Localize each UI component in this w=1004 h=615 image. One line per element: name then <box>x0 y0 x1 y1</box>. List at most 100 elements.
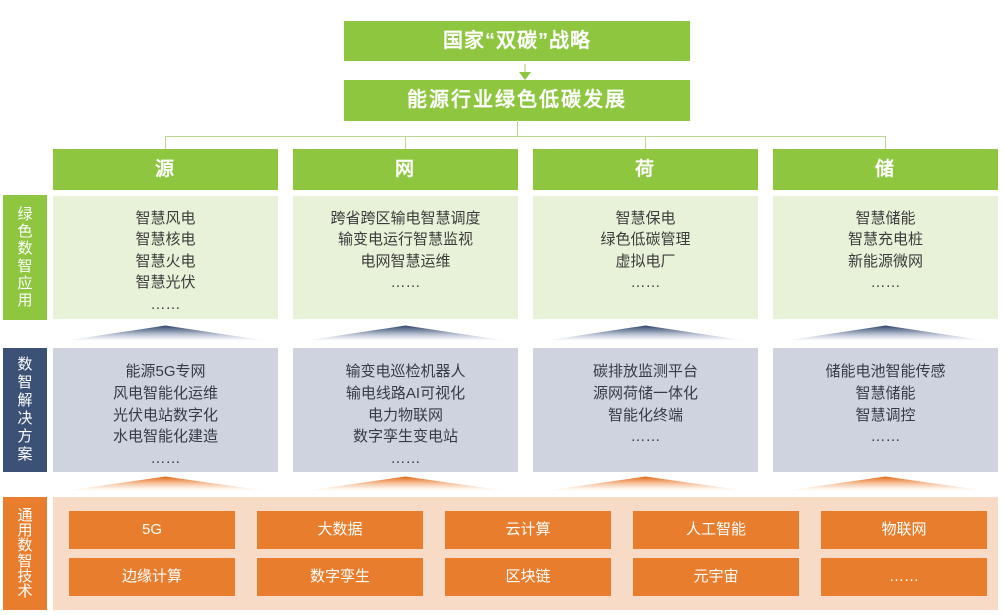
list-line: 数字孪生变电站 <box>352 428 458 446</box>
row-label-char: 智 <box>17 373 33 391</box>
row-label-char: 通 <box>17 506 33 524</box>
list-line: …… <box>390 450 421 468</box>
list-line: 能源5G专网 <box>125 363 206 380</box>
list-line: …… <box>150 295 181 313</box>
orange-chevron-icon <box>53 476 278 493</box>
row-label-char: 用 <box>17 291 33 309</box>
row-label-char: 智 <box>17 257 33 275</box>
connector-vertical <box>517 120 518 136</box>
column-load: 荷 智慧保电绿色低碳管理虚拟电厂 …… 碳排放监测平台源网荷储一体化智能化终端 …… <box>533 0 758 615</box>
list-line: 智慧光伏 <box>135 274 196 292</box>
list-line: 智能化终端 <box>607 406 683 424</box>
energy-dev-box: 能源行业绿色低碳发展 <box>344 80 690 121</box>
column-source: 源 智慧风电智慧核电智慧火电智慧光伏 …… 能源5G专网风电智能化运维光伏电站数字… <box>53 0 278 615</box>
list-line: 碳排放监测平台 <box>592 363 698 380</box>
down-arrow-icon <box>519 72 531 80</box>
list-line: 水电智能化建造 <box>112 428 218 446</box>
list-line: …… <box>150 450 181 468</box>
list-line: …… <box>870 428 901 446</box>
list-line: 电网智慧运维 <box>360 252 451 270</box>
connector-drop-3 <box>645 136 646 149</box>
list-line: 智慧储能 <box>855 384 916 402</box>
row-label-char: 技 <box>17 567 33 585</box>
row-label-solutions: 数智解决方案 <box>3 348 47 472</box>
apps-box: 智慧保电绿色低碳管理虚拟电厂 …… <box>533 196 758 319</box>
list-line: 智慧火电 <box>135 252 196 270</box>
apps-box: 智慧风电智慧核电智慧火电智慧光伏 …… <box>53 196 278 319</box>
list-line: 智慧风电 <box>135 210 196 227</box>
strategy-title-box: 国家“双碳”战略 <box>344 21 690 61</box>
list-line: 电力物联网 <box>367 406 443 424</box>
row-label-char: 数 <box>17 240 33 258</box>
row-label-char: 数 <box>17 537 33 555</box>
orange-chevron-icon <box>773 476 998 493</box>
solutions-box: 碳排放监测平台源网荷储一体化智能化终端 …… <box>533 348 758 472</box>
connector-drop-1 <box>165 136 166 149</box>
column-header: 储 <box>773 149 998 190</box>
tech-button: …… <box>821 558 987 596</box>
row-label-char: 绿 <box>17 206 33 224</box>
list-line: 跨省跨区输电智慧调度 <box>330 210 481 227</box>
column-header: 荷 <box>533 149 758 190</box>
row-label-tech: 通用数智技术 <box>3 497 47 610</box>
column-grid: 网 跨省跨区输电智慧调度输变电运行智慧监视电网智慧运维…… 输变电巡检机器人输电… <box>293 0 518 615</box>
navy-chevron-icon <box>773 325 998 343</box>
orange-chevron-icon <box>293 476 518 493</box>
row-label-char: 应 <box>17 274 33 292</box>
row-label-char: 解 <box>17 391 33 409</box>
list-line: 智慧核电 <box>135 231 196 249</box>
tech-button: 物联网 <box>821 511 987 549</box>
orange-chevron-icon <box>533 476 758 493</box>
tech-button: 人工智能 <box>633 511 799 549</box>
list-line: …… <box>390 274 421 292</box>
connector-drop-2 <box>405 136 406 149</box>
tech-row-1: 5G 大数据云计算人工智能物联网 <box>69 511 987 549</box>
solutions-box: 储能电池智能传感智慧储能智慧调控 …… <box>773 348 998 472</box>
tech-button: 区块链 <box>445 558 611 596</box>
navy-chevron-icon <box>53 325 278 343</box>
list-line: 风电智能化运维 <box>112 384 218 402</box>
tech-button: 大数据 <box>257 511 423 549</box>
tech-panel: 5G 大数据云计算人工智能物联网 边缘计算数字孪生区块链元宇宙 …… <box>53 497 998 610</box>
list-line: 虚拟电厂 <box>615 252 676 270</box>
row-label-char: 决 <box>17 410 33 427</box>
list-line: 光伏电站数字化 <box>112 406 218 424</box>
row-label-char: 术 <box>17 583 33 601</box>
list-line: …… <box>630 428 661 446</box>
row-label-char: 数 <box>17 355 33 373</box>
solutions-box: 能源5G专网风电智能化运维光伏电站数字化水电智能化建造 …… <box>53 348 278 472</box>
tech-button: 云计算 <box>445 511 611 549</box>
list-line: 智慧储能 <box>855 210 916 227</box>
list-line: 智慧调控 <box>855 406 916 424</box>
connector-drop-4 <box>885 136 886 149</box>
list-line: 智慧保电 <box>615 210 676 227</box>
list-line: …… <box>870 274 901 292</box>
list-line: 输电线路AI可视化 <box>345 384 466 402</box>
solutions-box: 输变电巡检机器人输电线路AI可视化电力物联网数字孪生变电站 …… <box>293 348 518 472</box>
list-line: 源网荷储一体化 <box>592 384 698 402</box>
list-line: 智慧充电桩 <box>847 231 923 249</box>
row-label-char: 智 <box>17 552 33 570</box>
apps-box: 跨省跨区输电智慧调度输变电运行智慧监视电网智慧运维…… <box>293 196 518 319</box>
list-line: …… <box>630 274 661 292</box>
column-header: 网 <box>293 149 518 190</box>
row-label-char: 方 <box>17 428 33 446</box>
navy-chevron-icon <box>533 325 758 343</box>
tech-button: 边缘计算 <box>69 558 235 596</box>
tech-button: 元宇宙 <box>633 558 799 596</box>
navy-chevron-icon <box>293 325 518 343</box>
column-storage: 储 智慧储能智慧充电桩新能源微网…… 储能电池智能传感智慧储能智慧调控…… <box>773 0 998 615</box>
apps-box: 智慧储能智慧充电桩新能源微网 …… <box>773 196 998 319</box>
list-line: 输变电巡检机器人 <box>345 363 466 380</box>
row-label-green-apps: 绿色数智应用 <box>3 195 47 320</box>
column-header: 源 <box>53 149 278 190</box>
tech-row-2: 边缘计算数字孪生区块链元宇宙 …… <box>69 558 987 596</box>
tech-button: 数字孪生 <box>257 558 423 596</box>
connector-horizontal <box>165 136 886 137</box>
list-line: 新能源微网 <box>847 252 923 270</box>
tech-button: 5G <box>69 511 235 549</box>
list-line: 绿色低碳管理 <box>600 231 691 249</box>
list-line: 储能电池智能传感 <box>825 363 946 380</box>
row-label-char: 色 <box>17 223 33 241</box>
